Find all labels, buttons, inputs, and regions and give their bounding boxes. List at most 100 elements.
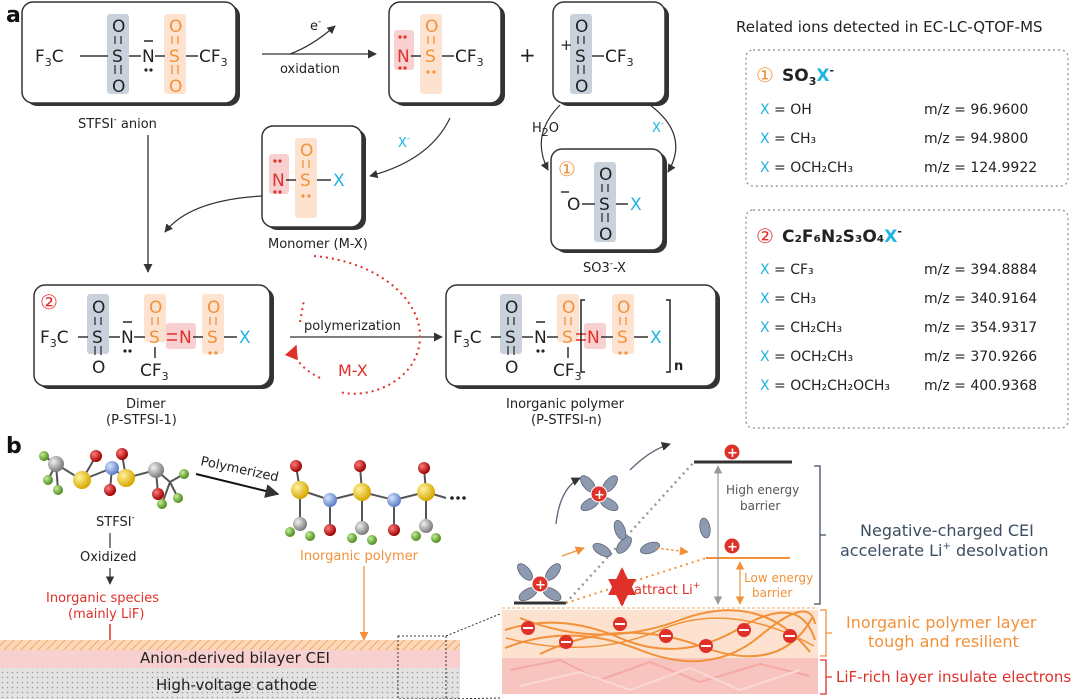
- atom: O: [92, 298, 105, 318]
- ion-mz: m/z = 354.9317: [924, 320, 1037, 336]
- sulfur-atom: [73, 471, 91, 489]
- atom: S: [599, 195, 610, 215]
- mx-loop-arrow: [284, 344, 321, 379]
- atom: O: [599, 165, 612, 185]
- dimer-caption: Dimer: [126, 397, 166, 412]
- atom: O: [425, 17, 438, 37]
- sulfonyl-highlight-orange: [164, 14, 186, 94]
- oxygen-atom: [418, 462, 430, 474]
- oxygen-atom: [116, 448, 128, 460]
- atom: S: [169, 47, 180, 67]
- cathode-stack: [0, 640, 460, 699]
- fluorine-atom: [367, 535, 377, 545]
- oxidation-label: oxidation: [280, 62, 340, 77]
- oxygen-atom: [104, 484, 116, 496]
- oxygen-atom: [354, 460, 366, 472]
- atom-x: X: [333, 171, 345, 191]
- repeat-n: n: [674, 359, 683, 374]
- atom: O: [567, 195, 580, 215]
- fluorine-atom: [347, 533, 357, 543]
- ion-mz: m/z = 340.9164: [924, 291, 1037, 307]
- radical-box: N S O CF3: [388, 1, 505, 106]
- high-barrier-label-2: barrier: [740, 499, 780, 513]
- attract-li-label: attract Li+: [634, 581, 700, 598]
- ion-row: X = OCH₂CH₂OCH₃: [760, 378, 890, 394]
- electron-label: e-: [310, 17, 321, 34]
- sulfur-atom: [417, 483, 435, 501]
- svg-text:+: +: [727, 446, 738, 461]
- atom: S: [505, 328, 516, 348]
- atom: O: [300, 141, 313, 161]
- dimer-box: ② F3C S O O N S O N CF3 S O: [33, 284, 274, 389]
- li-ion: [723, 443, 741, 461]
- svg-text:+: +: [594, 488, 605, 503]
- fluorine-atom: [173, 493, 183, 503]
- polymer-caption: Inorganic polymer: [506, 397, 625, 412]
- fluorine-atom: [179, 469, 189, 479]
- stfsi-anion-caption: STFSI- anion: [78, 115, 157, 132]
- atom: O: [169, 77, 182, 97]
- carbon-atom: [355, 521, 369, 535]
- atom: O: [575, 77, 588, 97]
- atom: O: [169, 17, 182, 37]
- atom: S: [300, 171, 311, 191]
- atom: O: [112, 17, 125, 37]
- marker-one: ①: [558, 157, 576, 181]
- cathode-label: High-voltage cathode: [156, 676, 317, 694]
- stfsi-anion-box: F3C S O O N S O O CF3: [21, 1, 240, 106]
- svg-text:+: +: [727, 540, 738, 555]
- atom: N: [534, 328, 547, 348]
- inorganic-species-sub: (mainly LiF): [68, 607, 144, 622]
- atom: CF3: [553, 361, 582, 383]
- electron-release-arrow: [289, 25, 336, 55]
- panel-label-a: a: [6, 3, 21, 28]
- mx-loop-left: [299, 299, 305, 323]
- mx-loop-label: M-X: [338, 361, 368, 380]
- atom: O: [149, 298, 162, 318]
- inorganic-species-label: Inorganic species: [46, 591, 159, 606]
- desolvation-sketch: + + + +: [514, 441, 792, 607]
- marker-two: ②: [40, 290, 58, 314]
- ion-row: X = OCH₂CH₃: [760, 160, 853, 176]
- atom: F3C: [35, 47, 64, 69]
- ion-mz: m/z = 96.9600: [924, 102, 1028, 118]
- atom: N: [397, 47, 410, 67]
- li-ion: [590, 485, 608, 503]
- fluorine-atom: [39, 451, 49, 461]
- so3x-box: ① O S O O X: [550, 148, 667, 253]
- carbon-atom: [148, 462, 164, 478]
- oxygen-atom: [388, 524, 400, 536]
- oxygen-atom: [290, 460, 302, 472]
- atom: O: [575, 17, 588, 37]
- marker-one-ion: ①: [756, 63, 774, 87]
- atom: S: [617, 328, 628, 348]
- polymer-subcaption: (P-STFSI-n): [531, 413, 602, 428]
- atom: S: [575, 47, 586, 67]
- water-label: H2O: [532, 121, 559, 139]
- atom: N: [272, 171, 285, 191]
- inorganic-polymer-label: Inorganic polymer: [300, 549, 419, 564]
- atom: S: [92, 328, 103, 348]
- atom: O: [599, 225, 612, 245]
- svg-text:+: +: [535, 578, 546, 593]
- ion-group-1: ① SO3X- X = OH m/z = 96.9600 X = CH₃ m/z…: [745, 49, 1069, 187]
- atom: N: [121, 328, 134, 348]
- ion-formula-1: SO3X-: [782, 64, 834, 88]
- sulfur-atom: [353, 483, 371, 501]
- li-ion: [723, 537, 741, 555]
- lif-layer-label: LiF-rich layer insulate electrons: [836, 668, 1071, 686]
- fluorine-atom: [157, 499, 167, 509]
- polymer-box: F3C S O O N S O CF3 N S O X: [445, 284, 720, 389]
- cei-anions: [521, 617, 797, 653]
- x-minus-label: X-: [652, 119, 664, 136]
- fluorine-atom: [43, 475, 53, 485]
- mx-loop-right: [313, 255, 422, 395]
- ion-mz: m/z = 370.9266: [924, 349, 1037, 365]
- ion-row: X = CH₂CH₃: [760, 320, 842, 336]
- high-barrier-label: High energy: [726, 483, 799, 497]
- nitrogen-atom: [323, 493, 337, 507]
- plus-sign: +: [519, 43, 536, 67]
- atom: O: [207, 298, 220, 318]
- sulfur-atom: [291, 481, 309, 499]
- atom: CF3: [605, 47, 634, 69]
